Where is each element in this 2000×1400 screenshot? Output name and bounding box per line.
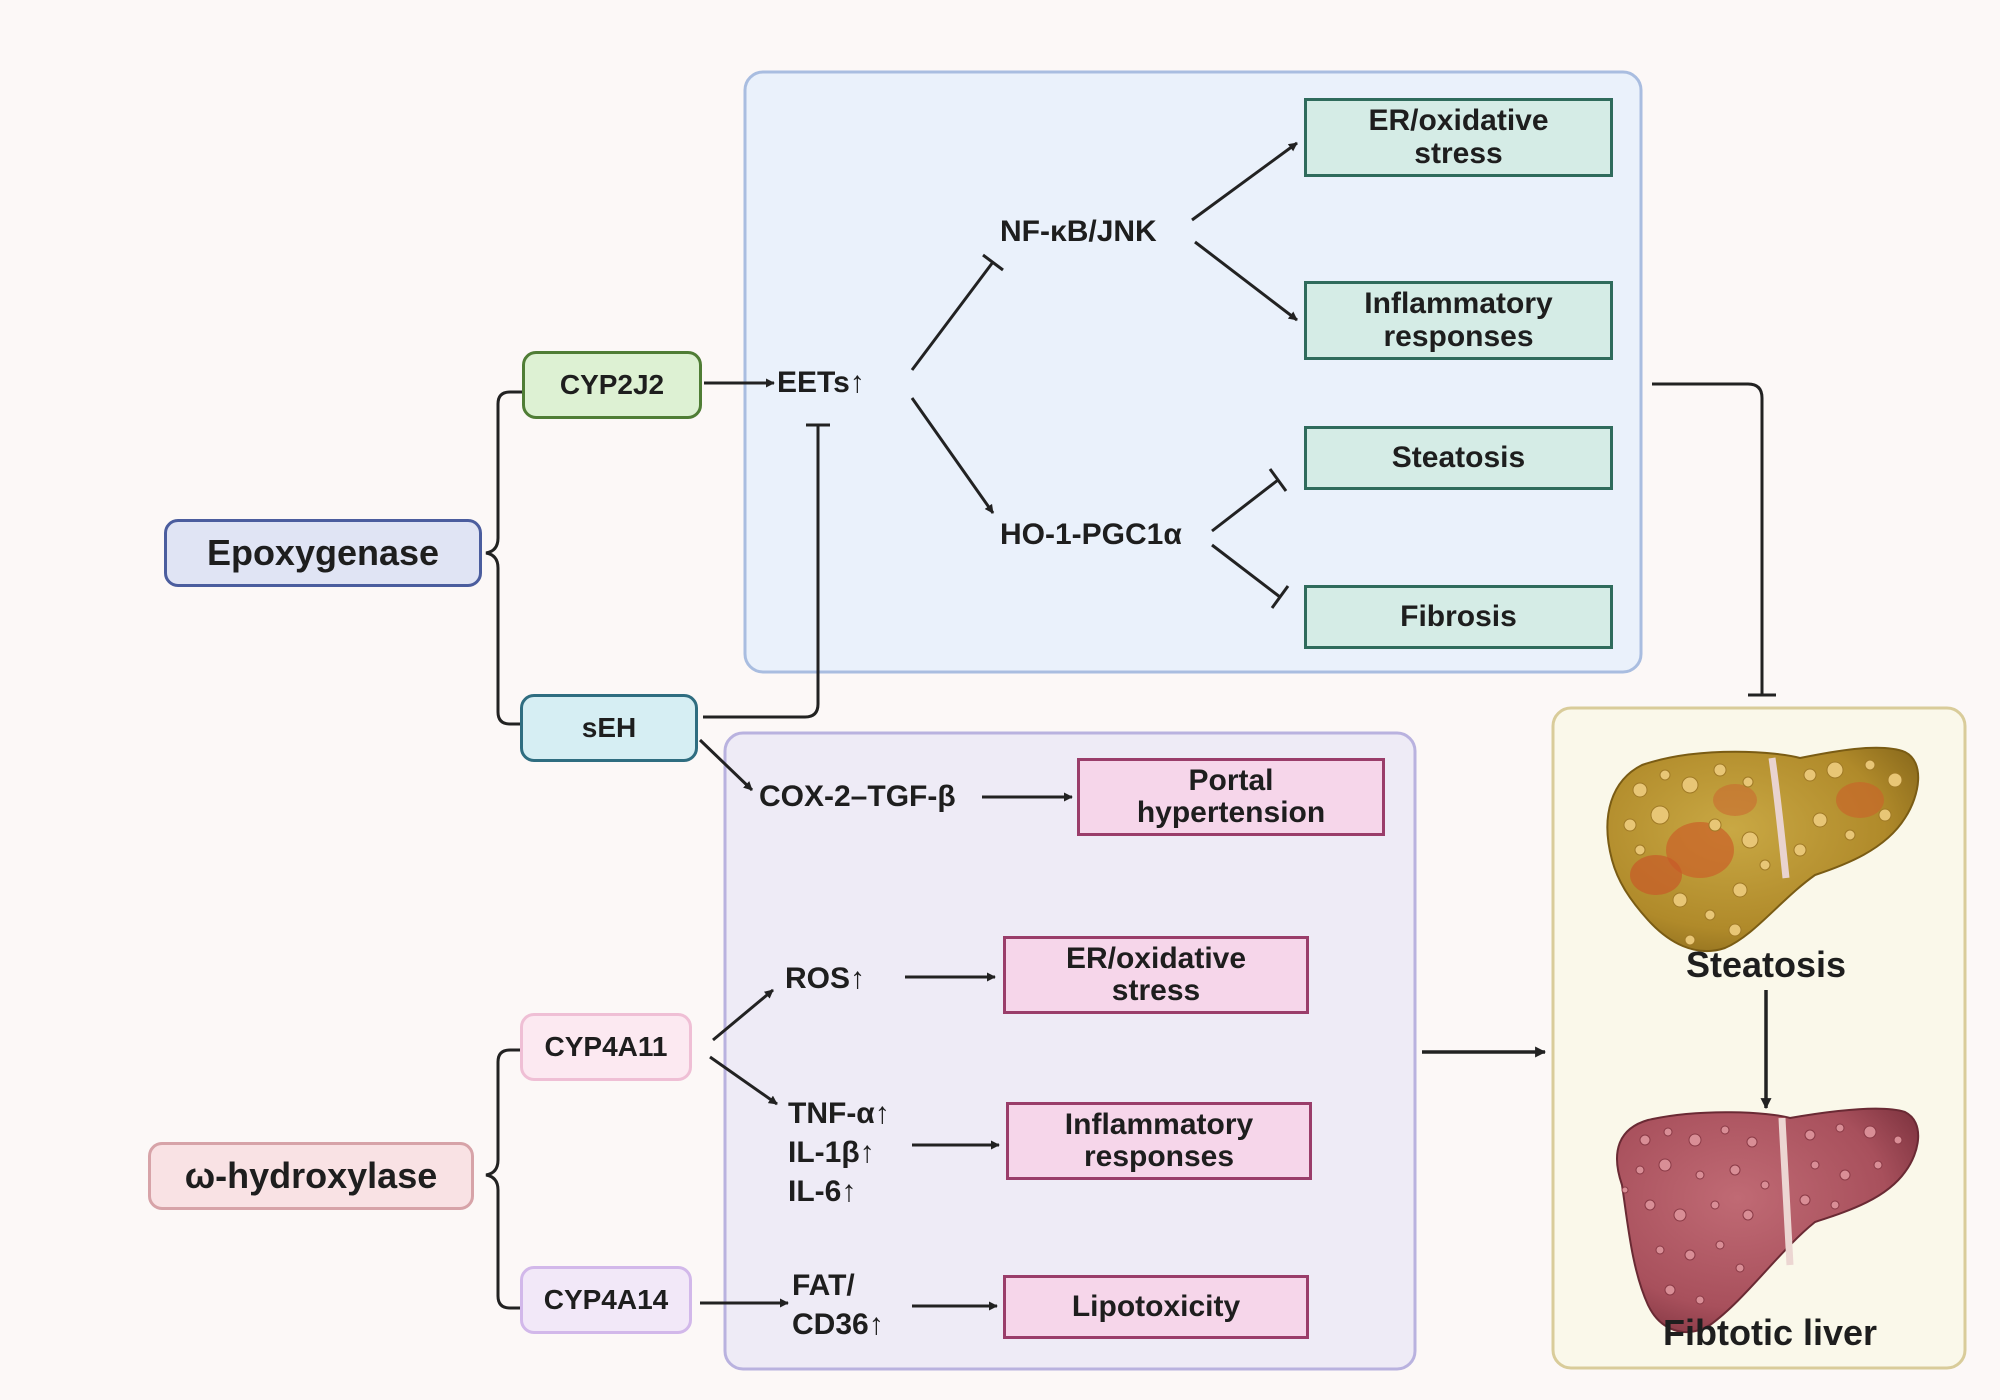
- cyp4a11-to-ros-arrow: [712, 988, 774, 1042]
- top-panel-inhibits-liver-line: [1652, 382, 1764, 695]
- seh-inhibits-eets-line: [703, 425, 820, 719]
- nfkb-to-er-arrow: [1191, 141, 1298, 222]
- cox2-tgfb-label: COX-2–TGF-β: [759, 780, 956, 813]
- ho1-inhibits-fibrosis-line: [1211, 543, 1281, 599]
- ho1-pgc1a-label: HO-1-PGC1α: [1000, 518, 1182, 551]
- portal-hypertension-box: Portal hypertension: [1077, 758, 1385, 836]
- steatotic-liver-illustration: [1606, 746, 1920, 953]
- cytokines-label: TNF-α↑ IL-1β↑ IL-6↑: [788, 1097, 890, 1208]
- fibrosis-box: Fibrosis: [1304, 585, 1613, 649]
- nfkb-to-inflammatory-arrow: [1194, 240, 1298, 322]
- top-er-oxidative-stress-box: ER/oxidative stress: [1304, 98, 1613, 177]
- steatosis-liver-label: Steatosis: [1686, 944, 1847, 985]
- bottom-er-oxidative-stress-box: ER/oxidative stress: [1003, 936, 1309, 1014]
- fibrotic-liver-illustration: [1616, 1107, 1920, 1334]
- epoxygenase-bracket: [485, 390, 522, 726]
- cyp4a14-node: CYP4A14: [520, 1266, 692, 1334]
- top-inflammatory-responses-box: Inflammatory responses: [1304, 281, 1613, 360]
- eets-inhibits-nfkb-line: [910, 261, 995, 371]
- eets-to-ho1-arrow: [910, 397, 995, 514]
- fibrotic-liver-label: Fibtotic liver: [1663, 1312, 1878, 1353]
- bottom-inflammatory-responses-box: Inflammatory responses: [1006, 1102, 1312, 1180]
- top-pathway-panel: [743, 70, 1643, 674]
- steatosis-inhibit-bar: [1268, 468, 1288, 492]
- cyp4a11-node: CYP4A11: [520, 1013, 692, 1081]
- ros-label: ROS↑: [785, 962, 866, 995]
- ho1-inhibits-steatosis-line: [1211, 478, 1279, 533]
- bottom-pathway-panel: [723, 731, 1417, 1371]
- cyp2j2-node: CYP2J2: [522, 351, 702, 419]
- lipotoxicity-box: Lipotoxicity: [1003, 1275, 1309, 1339]
- fat-cd36-label: FAT/ CD36↑: [792, 1269, 884, 1341]
- nfkb-inhibit-bar: [982, 253, 1004, 272]
- nfkb-jnk-label: NF-κB/JNK: [1000, 215, 1157, 248]
- seh-to-cox2-arrow: [698, 738, 754, 792]
- steatosis-box: Steatosis: [1304, 426, 1613, 490]
- epoxygenase-node: Epoxygenase: [164, 519, 482, 587]
- hydroxylase-bracket: [485, 1048, 522, 1310]
- cyp4a11-to-cytokines-arrow: [709, 1055, 778, 1106]
- hydroxylase-node: ω-hydroxylase: [148, 1142, 474, 1210]
- fibrosis-inhibit-bar: [1270, 585, 1290, 609]
- eets-label: EETs↑: [777, 366, 865, 399]
- seh-node: sEH: [520, 694, 698, 762]
